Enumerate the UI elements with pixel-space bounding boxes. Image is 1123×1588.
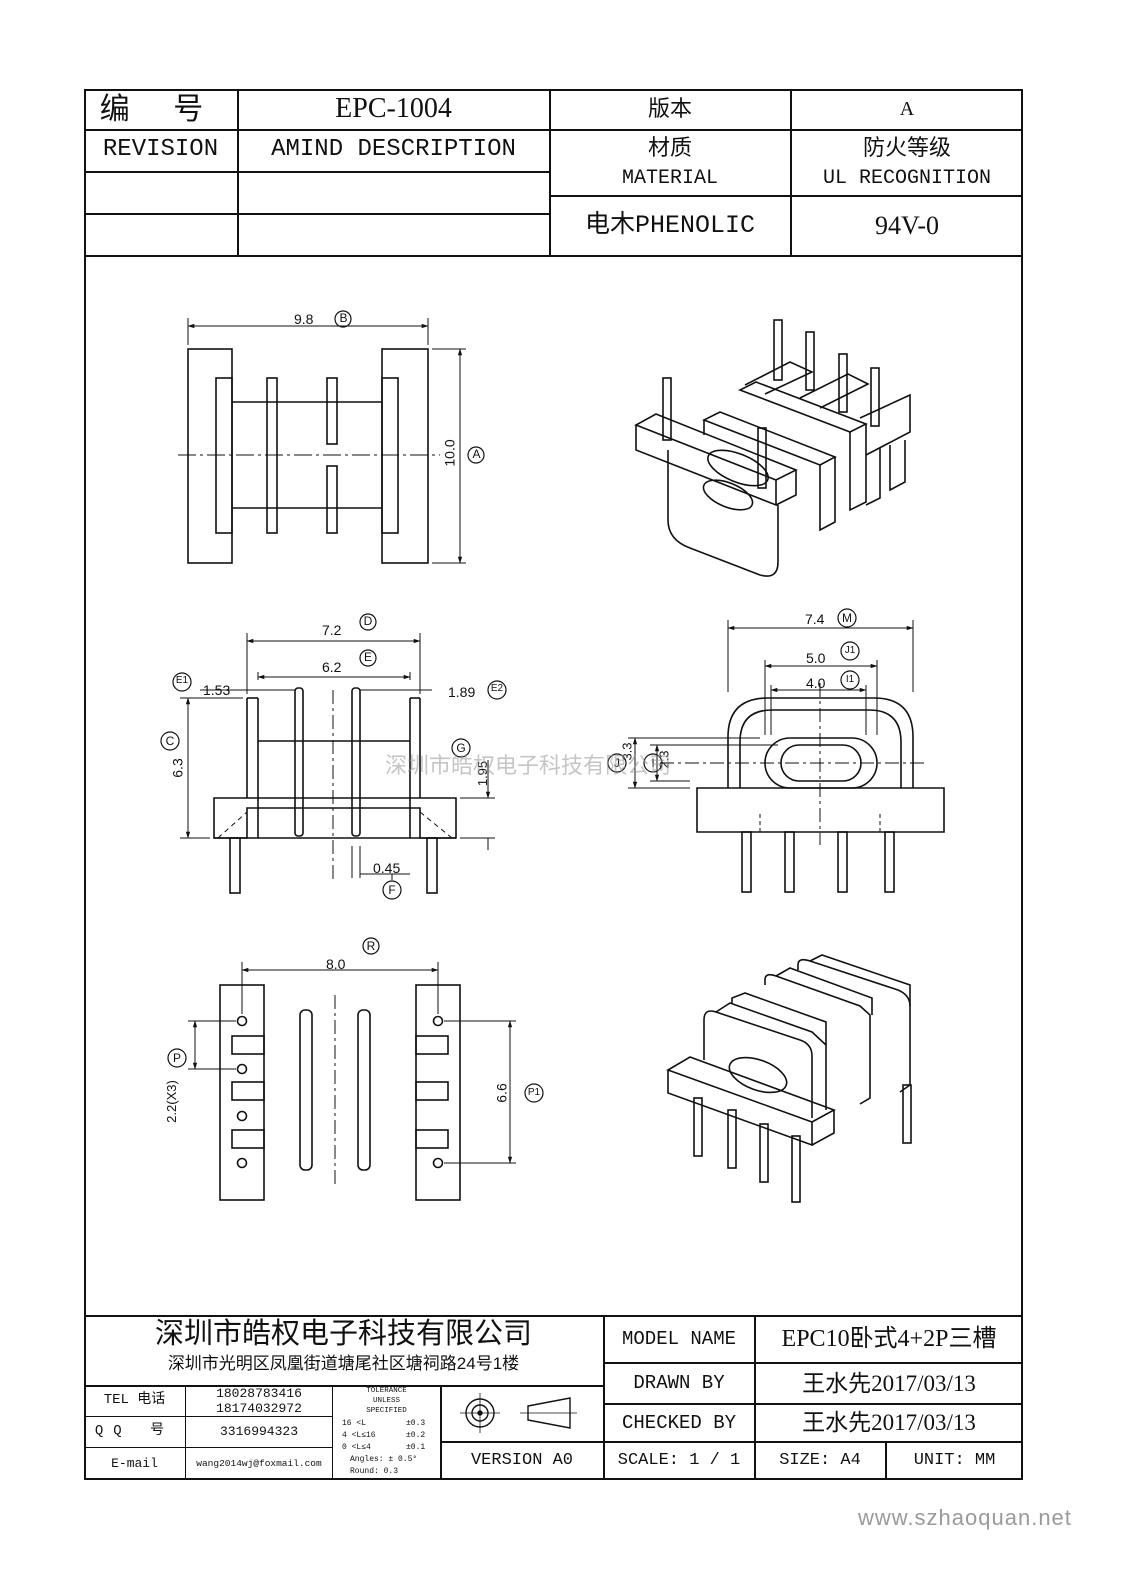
material-label-cn: 材质 [647, 134, 692, 160]
version-label-footer: VERSION A0 [470, 1451, 574, 1471]
tel-value-2: 18174032972 [216, 1401, 302, 1416]
callout-G: G [456, 741, 466, 755]
dim-E: 6.2 [322, 659, 342, 675]
code-label: 编 号 [99, 92, 222, 126]
tolerance-tol-3: ±0.1 [406, 1443, 426, 1452]
callout-I: I [651, 756, 655, 770]
dim-E2: 1.89 [448, 684, 476, 700]
callout-M: M [842, 611, 852, 625]
drawn-label: DRAWN BY [633, 1372, 725, 1395]
tolerance-title-2: UNLESS [372, 1397, 400, 1405]
callout-J1: J1 [844, 645, 856, 656]
fire-label-cn: 防火等级 [862, 134, 951, 160]
end-view [628, 620, 945, 893]
callout-R: R [366, 939, 376, 953]
callout-P: P [172, 1051, 181, 1065]
watermark: 深圳市皓权电子科技有限公司 [385, 754, 672, 779]
dim-R: 8.0 [326, 956, 346, 972]
tel-value-1: 18028783416 [216, 1386, 302, 1401]
dim-F: 0.45 [373, 860, 401, 876]
tel-label: TEL 电话 [103, 1392, 166, 1409]
dim-I1: 4.0 [806, 675, 826, 691]
tolerance-tol-2: ±0.2 [406, 1431, 426, 1440]
isometric-view-top [634, 319, 911, 577]
version-label: 版本 [647, 95, 692, 121]
company-address: 深圳市光明区凤凰街道塘尾社区塘祠路24号1楼 [167, 1353, 520, 1373]
dim-C: 6.3 [169, 758, 186, 778]
tolerance-round: Round: 0.3 [350, 1467, 399, 1476]
callout-I1: I1 [845, 674, 855, 685]
projection-symbol-icon [460, 1393, 577, 1433]
revision-label: REVISION [102, 136, 219, 164]
material-label-en: MATERIAL [621, 167, 718, 190]
tolerance-title-1: TOLERANCE [366, 1387, 407, 1395]
dim-D: 7.2 [322, 622, 342, 638]
site-url: www.szhaoquan.net [858, 1505, 1072, 1530]
dim-J1: 5.0 [806, 650, 826, 666]
tolerance-range-2: 4 <L≤16 [342, 1431, 376, 1440]
size-label: SIZE: A4 [779, 1451, 861, 1471]
fire-label-en: UL RECOGNITION [822, 167, 992, 190]
qq-value: 3316994323 [219, 1423, 298, 1439]
callout-A: A [472, 447, 481, 461]
tolerance-angles: Angles: ± 0.5° [350, 1455, 418, 1464]
drawing-frame [84, 89, 1023, 1480]
callout-J: J [614, 756, 620, 770]
model-label: MODEL NAME [621, 1328, 737, 1351]
tolerance-range-1: 16 <L [342, 1419, 367, 1428]
dim-P: 2.2(X3) [163, 1080, 179, 1123]
checked-value: 王水先2017/03/13 [802, 1410, 976, 1436]
tolerance-range-3: 0 <L≤4 [342, 1443, 371, 1452]
amend-label: AMIND DESCRIPTION [271, 136, 516, 164]
code-value: EPC-1004 [335, 92, 452, 124]
callout-C: C [165, 734, 175, 748]
tolerance-title-3: SPECIFIED [366, 1407, 407, 1415]
fire-value: 94V-0 [874, 210, 940, 240]
qq-label: QQ 号 [94, 1423, 175, 1440]
side-view [180, 633, 495, 894]
dim-A: 10.0 [441, 439, 458, 467]
callout-B: B [339, 311, 348, 325]
checked-label: CHECKED BY [621, 1411, 737, 1434]
tolerance-tol-1: ±0.3 [406, 1419, 426, 1428]
callouts [160, 310, 860, 1103]
callout-E2: E2 [490, 683, 504, 694]
dim-B: 9.8 [294, 311, 314, 327]
company-name: 深圳市皓权电子科技有限公司 [154, 1318, 532, 1351]
isometric-view-bottom [666, 954, 912, 1203]
bottom-view [188, 962, 516, 1201]
callout-P1: P1 [527, 1087, 541, 1098]
front-view [178, 318, 466, 564]
version-value: A [899, 98, 915, 120]
callout-F: F [388, 883, 396, 897]
email-value: wang2014wj@foxmail.com [196, 1457, 322, 1469]
unit-label: UNIT: MM [913, 1451, 996, 1471]
callout-D: D [363, 614, 373, 628]
scale-label: SCALE: 1 / 1 [617, 1451, 741, 1471]
model-value: EPC10卧式4+2P三槽 [781, 1326, 997, 1353]
callout-E: E [363, 650, 372, 664]
email-label: E-mail [111, 1455, 158, 1471]
callout-E1: E1 [175, 675, 189, 686]
drawn-value: 王水先2017/03/13 [802, 1370, 976, 1396]
dim-E1: 1.53 [203, 682, 231, 698]
material-value: 电木PHENOLIC [584, 211, 756, 241]
dim-M: 7.4 [805, 611, 825, 627]
dim-P1: 6.6 [493, 1083, 510, 1103]
